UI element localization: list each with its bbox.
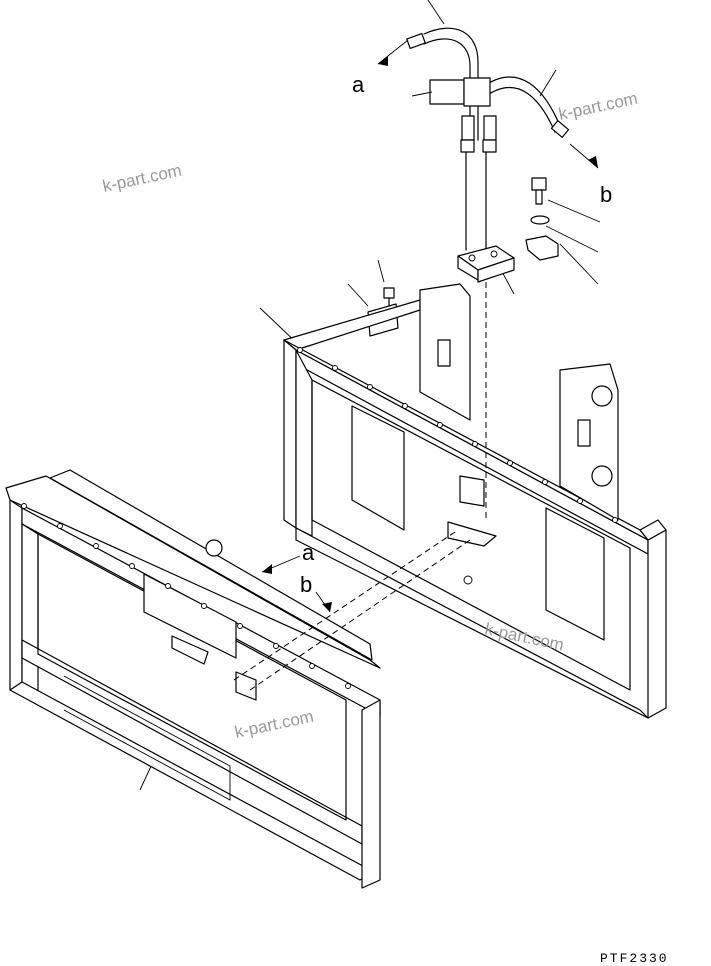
hydraulic-hoses [406,27,570,251]
callout-b-top: b [600,182,612,207]
watermark: k-part.com [557,89,639,124]
bolt-and-washers [525,177,559,261]
callout-a-top: a [352,72,365,97]
leader-lines [139,0,601,791]
callout-a-lower: a [302,540,315,565]
drawing-code: PTF2330 [600,951,669,966]
callout-b-lower: b [300,572,312,597]
watermark: k-part.com [233,707,315,742]
watermark: k-part.com [101,161,183,196]
bar-rivets [21,347,618,689]
hose-clamp [457,245,515,283]
front-carriage [5,469,471,889]
direction-arrows [261,56,598,613]
rear-carriage [283,282,667,719]
